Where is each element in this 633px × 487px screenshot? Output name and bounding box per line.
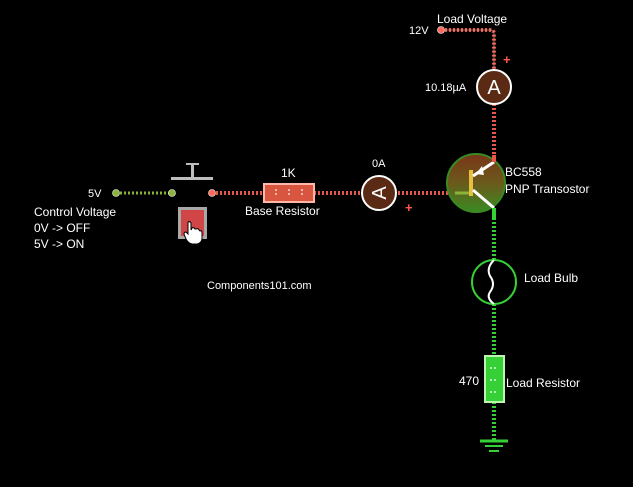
collector-ammeter-symbol: A [487, 77, 501, 99]
transistor-part: BC558 [505, 165, 542, 179]
load-resistor-label: Load Resistor [506, 376, 580, 390]
base-resistor[interactable] [263, 183, 315, 203]
supply-label: Load Voltage [437, 12, 507, 26]
supply-value: 12V [409, 25, 429, 37]
bulb-label: Load Bulb [524, 271, 578, 285]
load-resistor[interactable] [484, 355, 505, 403]
collector-ammeter[interactable]: A [476, 69, 512, 155]
base-ammeter-symbol: A [369, 186, 391, 200]
supply-terminal[interactable] [437, 26, 445, 34]
hand-cursor-icon [183, 221, 203, 245]
collector-ammeter-polarity: + [503, 52, 511, 67]
transistor-type: PNP Transostor [505, 182, 589, 196]
base-resistor-label: Base Resistor [245, 204, 320, 218]
watermark: Components101.com [207, 280, 312, 292]
pnp-transistor[interactable] [446, 153, 506, 218]
control-label: Control Voltage [34, 205, 116, 219]
control-off-text: 0V -> OFF [34, 221, 90, 235]
control-value: 5V [88, 188, 102, 200]
base-ammeter-polarity: + [405, 200, 413, 215]
supply-rail [437, 26, 496, 70]
base-ammeter-reading: 0A [372, 158, 386, 170]
load-resistor-value: 470 [459, 374, 479, 388]
base-ammeter[interactable]: A [361, 175, 397, 211]
collector-ammeter-reading: 10.18µA [425, 82, 467, 94]
ground-icon [480, 439, 508, 452]
control-terminal[interactable] [112, 189, 120, 197]
control-on-text: 5V -> ON [34, 237, 84, 251]
base-resistor-value: 1K [281, 166, 296, 180]
control-input [112, 189, 176, 197]
load-bulb[interactable] [471, 259, 517, 305]
base-wire [208, 189, 455, 197]
push-switch[interactable] [171, 163, 213, 180]
